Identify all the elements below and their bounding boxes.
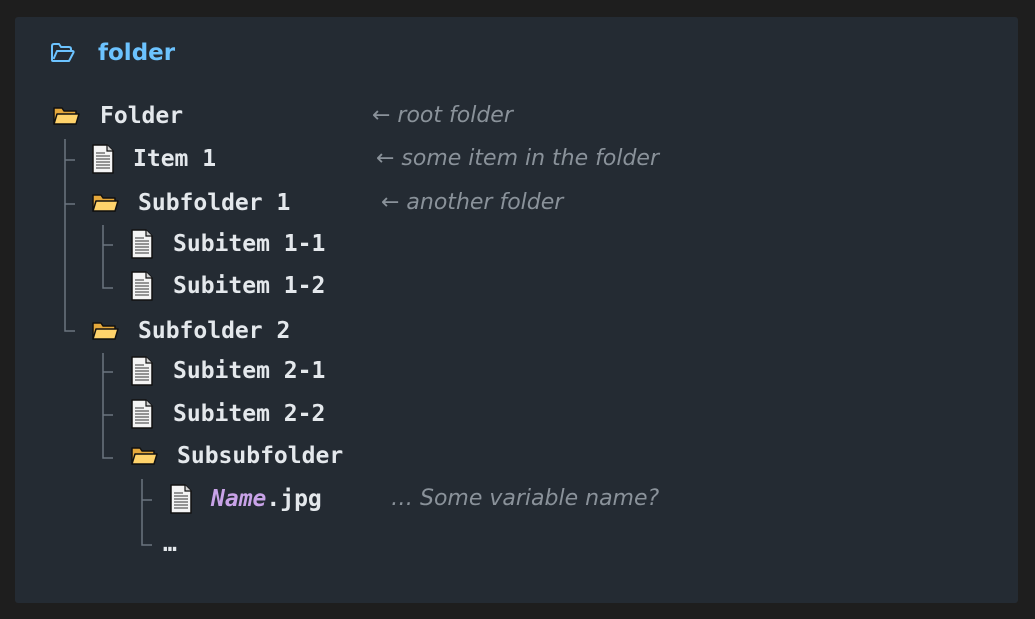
tree-panel: folder Folder ← root folder Item 1: [15, 17, 1018, 603]
comment-item1: ← some item in the folder: [376, 146, 660, 171]
header-title: folder: [98, 39, 176, 66]
tree-row-subitem11[interactable]: Subitem 1-1: [130, 229, 325, 259]
comment-subfolder1: ← another folder: [381, 190, 564, 215]
tree-label-ellipsis: …: [163, 531, 177, 557]
tree-label-subitem21: Subitem 2-1: [173, 358, 326, 384]
tree-row-subitem21[interactable]: Subitem 2-1: [130, 356, 325, 386]
folder-icon: [130, 445, 158, 467]
comment-root: ← root folder: [372, 103, 513, 128]
tree-row-subitem12[interactable]: Subitem 1-2: [130, 271, 325, 301]
variable-name: Name: [211, 486, 267, 512]
folder-icon: [91, 192, 119, 214]
tree-label-subfolder1: Subfolder 1: [138, 190, 291, 216]
file-icon: [169, 484, 193, 514]
tree-row-subfolder1[interactable]: Subfolder 1: [91, 188, 290, 218]
tree-row-name-file[interactable]: Name.jpg: [169, 484, 322, 514]
tree-label-item1: Item 1: [133, 146, 217, 172]
tree-label-name-file: Name.jpg: [211, 486, 322, 512]
tree-label-subfolder2: Subfolder 2: [138, 318, 291, 344]
file-icon: [130, 229, 154, 259]
folder-open-icon: [50, 42, 76, 64]
tree-label-subitem12: Subitem 1-2: [173, 273, 326, 299]
tree-row-root[interactable]: Folder: [52, 101, 183, 131]
file-icon: [91, 144, 115, 174]
tree-label-subsubfolder: Subsubfolder: [177, 443, 344, 469]
tree-row-subitem22[interactable]: Subitem 2-2: [130, 399, 325, 429]
folder-icon: [52, 105, 80, 127]
file-icon: [130, 356, 154, 386]
tree-label-subitem22: Subitem 2-2: [173, 401, 326, 427]
comment-name-file: … Some variable name?: [391, 486, 660, 511]
file-extension: .jpg: [266, 486, 322, 512]
file-icon: [130, 399, 154, 429]
tree-row-ellipsis: …: [163, 529, 177, 559]
header: folder: [50, 39, 175, 67]
tree-row-subfolder2[interactable]: Subfolder 2: [91, 316, 290, 346]
tree-guide-lines: [64, 139, 152, 546]
folder-icon: [91, 320, 119, 342]
tree-row-item1[interactable]: Item 1: [91, 144, 216, 174]
file-icon: [130, 271, 154, 301]
tree-label-subitem11: Subitem 1-1: [173, 231, 326, 257]
tree-label-root: Folder: [100, 103, 184, 129]
tree-row-subsubfolder[interactable]: Subsubfolder: [130, 441, 343, 471]
